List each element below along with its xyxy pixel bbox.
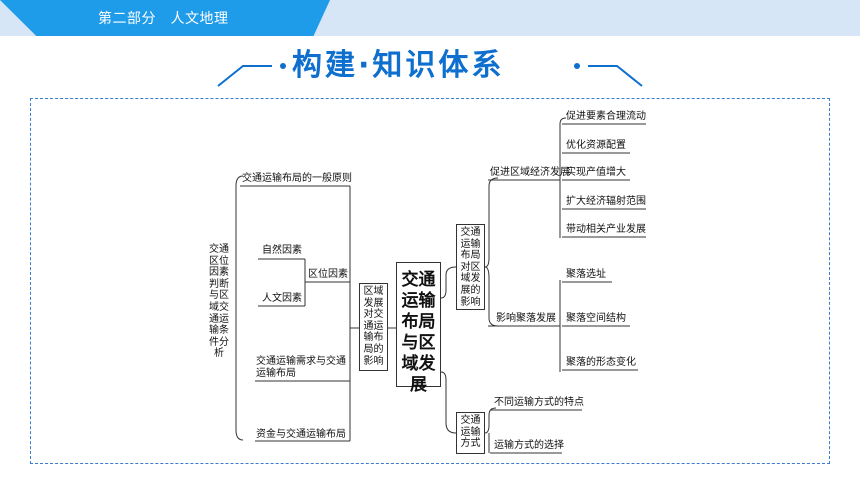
principle-item: 交通运输布局的一般原则 bbox=[242, 173, 352, 184]
impact-box bbox=[456, 224, 485, 310]
demand-item: 交通运输需求与交通运输布局 bbox=[256, 356, 346, 379]
settlement-item: 聚落选址 bbox=[566, 269, 606, 280]
economy-item: 促进要素合理流动 bbox=[566, 111, 646, 122]
impact-box-label: 交通运输布局对区域发展的影响 bbox=[460, 227, 481, 308]
settlement-label: 影响聚落发展 bbox=[496, 313, 556, 324]
economy-label: 促进区域经济发展 bbox=[490, 167, 570, 178]
section-label: 第二部分 人文地理 bbox=[98, 11, 229, 27]
diagram-frame bbox=[30, 98, 830, 464]
location-factor: 区位因素 bbox=[308, 269, 348, 280]
human-factor: 人文因素 bbox=[262, 293, 302, 304]
mode-box-label: 交通运输方式 bbox=[460, 415, 481, 450]
mid-box-label: 区域发展对交通运输布局的影响 bbox=[363, 286, 384, 367]
mid-box bbox=[359, 283, 388, 371]
capital-item: 资金与交通运输布局 bbox=[256, 429, 346, 440]
section-tab bbox=[0, 0, 330, 36]
mode-box bbox=[456, 412, 485, 454]
economy-item: 扩大经济辐射范围 bbox=[566, 196, 646, 207]
settlement-item: 聚落的形态变化 bbox=[566, 357, 636, 368]
natural-factor: 自然因素 bbox=[262, 245, 302, 256]
settlement-item: 聚落空间结构 bbox=[566, 313, 626, 324]
page-title: 构建·知识体系 bbox=[292, 48, 505, 83]
economy-item: 实现产值增大 bbox=[566, 167, 626, 178]
economy-item: 带动相关产业发展 bbox=[566, 224, 646, 235]
center-box-label: 交通运输布局与区域发展 bbox=[401, 270, 436, 395]
title-decoration bbox=[217, 63, 643, 87]
economy-item: 优化资源配置 bbox=[566, 140, 626, 151]
mode-item: 不同运输方式的特点 bbox=[494, 397, 584, 408]
mode-item: 运输方式的选择 bbox=[494, 440, 564, 451]
center-box bbox=[396, 262, 441, 387]
left-title: 交通区位因素判断与区域交通运输条件分析 bbox=[209, 244, 229, 360]
